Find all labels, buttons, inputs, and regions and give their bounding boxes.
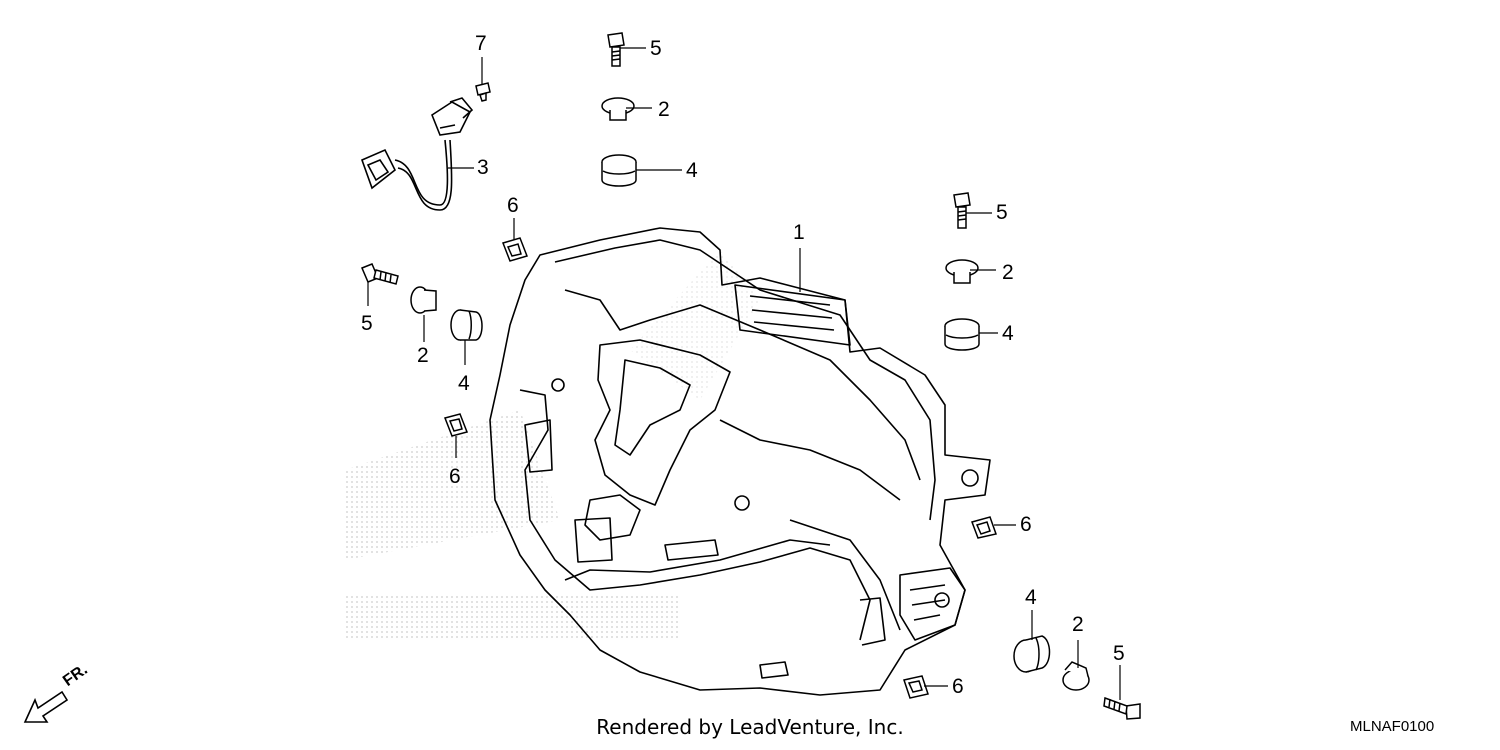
- callout-5-right: 5: [996, 201, 1008, 224]
- callout-2-left: 2: [417, 344, 429, 367]
- callout-2-top: 2: [658, 98, 670, 121]
- screw-7: [475, 82, 491, 102]
- callout-4-right: 4: [1002, 322, 1014, 345]
- callout-3: 3: [477, 156, 489, 179]
- callout-6-left: 6: [449, 465, 461, 488]
- bolt-top-left-5: [607, 32, 625, 67]
- callout-4-bottom: 4: [1025, 586, 1037, 609]
- watermark-emblem: [345, 250, 760, 640]
- callout-2-right: 2: [1002, 261, 1014, 284]
- footer-credit: Rendered by LeadVenture, Inc.: [596, 715, 904, 739]
- front-arrow-icon: [23, 690, 69, 723]
- collar-bottom-2: [1062, 661, 1090, 691]
- bolt-right-5: [953, 192, 971, 229]
- callout-4-left: 4: [458, 372, 470, 395]
- grommet-left-4: [450, 309, 483, 341]
- leader-lines: [367, 47, 1121, 700]
- clip-nut-top-6: [502, 237, 528, 262]
- socket-harness: [360, 97, 474, 211]
- callout-2-bottom: 2: [1072, 613, 1084, 636]
- collar-right-2: [945, 259, 979, 284]
- clip-nut-left-6: [443, 413, 469, 437]
- bolt-left-5: [361, 263, 399, 285]
- bolt-bottom-right-5: [1103, 696, 1141, 720]
- callout-6-right: 6: [1020, 513, 1032, 536]
- callout-1: 1: [793, 221, 805, 244]
- headlight-housing: [489, 227, 991, 696]
- diagram-code: MLNAF0100: [1350, 718, 1435, 735]
- clip-nut-right-6: [971, 516, 997, 539]
- grommet-top-4: [601, 154, 637, 187]
- grommet-bottom-4: [1013, 635, 1051, 673]
- callout-5-bottom: 5: [1113, 642, 1125, 665]
- callout-4-top: 4: [686, 159, 698, 182]
- callout-5-left: 5: [361, 312, 373, 335]
- callout-7: 7: [475, 32, 487, 55]
- clip-nut-bottom-6: [903, 675, 929, 699]
- grommet-right-4: [944, 318, 980, 351]
- collar-top-2: [601, 97, 635, 121]
- callout-6-top: 6: [507, 194, 519, 217]
- callout-6-bottom: 6: [952, 675, 964, 698]
- collar-left-2: [410, 286, 437, 314]
- callout-5-top: 5: [650, 37, 662, 60]
